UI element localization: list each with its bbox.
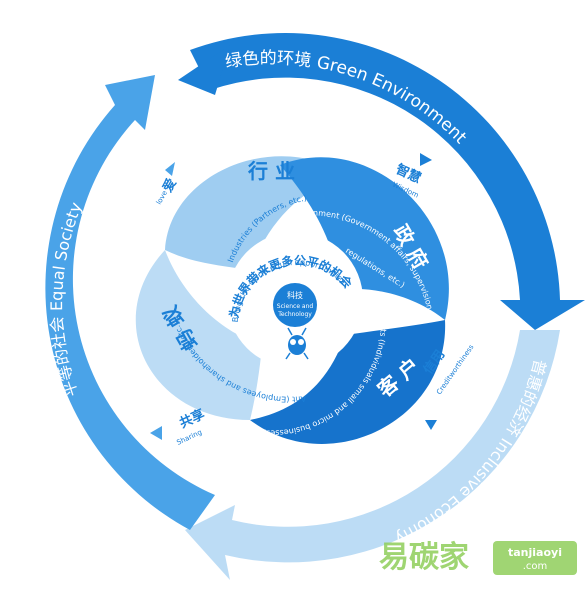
watermark-brand: 易碳家 (379, 540, 469, 575)
triangle-marker-icon (165, 162, 175, 176)
value-love: 爱 love (155, 162, 180, 206)
watermark-domain-1: tanjiaoyi (508, 546, 562, 559)
watermark-domain-2: .com (523, 561, 548, 572)
arrowhead-top-left (178, 45, 230, 95)
industry-cn: 行 业 (247, 159, 295, 183)
ant-mascot-icon (285, 327, 309, 360)
tech-cn: 科技 (287, 290, 303, 300)
petal-ant (135, 250, 262, 420)
arrow-equal-society (45, 75, 215, 530)
triangle-marker-icon (425, 420, 437, 430)
outer-ring (45, 33, 585, 580)
watermark-domain-box (493, 541, 577, 575)
sharing-en: Sharing (175, 428, 203, 447)
value-sharing: 共享 Sharing (150, 406, 207, 447)
tech-badge (273, 283, 317, 327)
triangle-marker-icon (150, 426, 162, 440)
inner-swirl (135, 156, 449, 444)
tech-en-2: Technology (277, 311, 312, 318)
tech-en-1: Science and (277, 303, 314, 310)
arrow-green-environment (190, 33, 585, 330)
petal-clients (250, 320, 446, 444)
watermark-logo: 易碳家 tanjiaoyi .com (379, 540, 577, 575)
arrow-inclusive-economy (185, 330, 560, 580)
petal-government (280, 157, 449, 320)
triangle-marker-icon (420, 153, 432, 166)
